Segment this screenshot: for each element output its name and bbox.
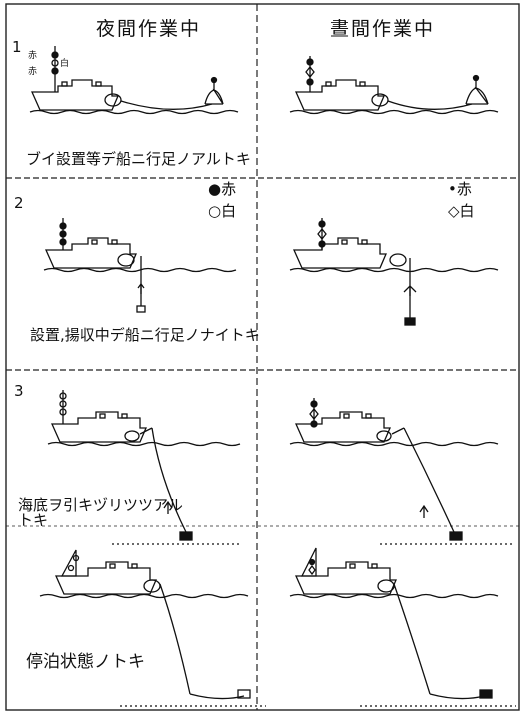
- panel-1-caption: ブイ設置等デ船ニ行足ノアルトキ: [26, 150, 251, 168]
- panel-2-number: 2: [14, 194, 24, 212]
- panel-4-caption: 停泊状態ノトキ: [26, 652, 145, 672]
- day-header: 晝間作業中: [330, 18, 436, 40]
- panel-3-night-scene: [47, 390, 241, 545]
- panel-2-night-legend-red: ●赤: [208, 180, 237, 198]
- panel-1-day-scene: [289, 56, 499, 115]
- panel-1-night-scene: [29, 46, 239, 115]
- panel-3-day-scene: [289, 398, 512, 545]
- panel-2-day-scene: [289, 218, 499, 326]
- night-header: 夜間作業中: [96, 18, 202, 40]
- panel-2-night-scene: [43, 218, 237, 313]
- panel-4-night-scene: [39, 549, 266, 707]
- panel-4-day-scene: [289, 547, 516, 707]
- panel-2-caption: 設置,揚収中デ船ニ行足ノナイトキ: [30, 326, 260, 344]
- panel-2-day-legend-red: •赤: [448, 180, 472, 198]
- panel-3-number: 3: [14, 382, 24, 400]
- panel-2-day-legend-white: ◇白: [448, 202, 475, 220]
- panel-1-light-label-bottom: 赤: [28, 67, 38, 77]
- panel-1-light-label-top: 赤: [28, 51, 38, 61]
- panel-1-number: 1: [12, 38, 22, 56]
- panel-2-night-legend-white: ○白: [208, 202, 237, 220]
- panel-3-caption: 海底ヲ引キヅリツツアル トキ: [18, 496, 183, 529]
- panel-1-light-label-mid: 白: [60, 59, 70, 69]
